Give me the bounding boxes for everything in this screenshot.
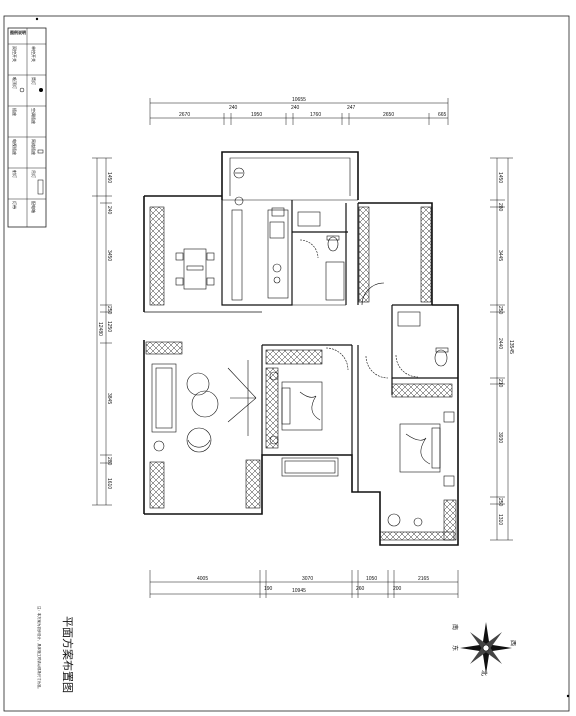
dim-right-seg: 250: [497, 306, 503, 315]
compass-south-label: 南: [451, 624, 459, 630]
legend-item: 吊灯: [31, 170, 37, 178]
edge-mark: [566, 694, 570, 698]
legend-item: 空调插座: [31, 108, 37, 124]
dimensions-top: [149, 98, 449, 125]
dim-bottom-small: 260: [356, 586, 365, 592]
dim-right-total: 13545: [508, 340, 514, 354]
dim-right-seg: 1310: [497, 514, 503, 525]
drawing-note: 注：本方案为初步设计，具体施工时请以现场尺寸为准。: [37, 606, 42, 691]
dim-left-seg: 250: [106, 306, 112, 315]
dimensions-left: [92, 157, 112, 506]
dim-right-seg: 250: [497, 498, 503, 507]
dim-left-seg: 3845: [106, 393, 112, 404]
dim-left-seg: 1250: [106, 321, 112, 332]
bathroom-1-fixtures: [297, 211, 345, 301]
dimensions-right: [490, 157, 513, 541]
bedroom-1-bed: [269, 347, 349, 477]
dining-table: [175, 248, 215, 290]
dim-top-seg: 1760: [310, 112, 321, 118]
compass-north-label: 北: [480, 670, 488, 676]
compass-west-label: 西: [509, 640, 516, 646]
legend-item: 灯带: [12, 201, 18, 209]
bedroom-2-bed: [365, 355, 455, 527]
dim-left-total: 12480: [97, 322, 103, 336]
legend-item: 射灯: [12, 170, 18, 178]
compass-east-label: 东: [451, 645, 459, 651]
dim-left-seg: 240: [106, 206, 112, 215]
dim-top-seg: 247: [347, 105, 356, 111]
dim-right-seg: 3445: [497, 250, 503, 261]
legend-item: 吸顶灯: [12, 77, 18, 89]
dim-right-seg: 2440: [497, 338, 503, 349]
interior-walls: [221, 200, 458, 492]
dim-left-seg: 3450: [106, 250, 112, 261]
dim-bottom-small: 190: [264, 586, 273, 592]
living-sofa: [151, 363, 219, 453]
dim-bottom-seg: 3070: [302, 576, 313, 582]
legend-item: 网络插座: [31, 139, 37, 155]
dim-right-seg: 1450: [497, 172, 503, 183]
sheet-border: [3, 15, 570, 712]
dim-top-seg: 1950: [251, 112, 262, 118]
dim-bottom-seg: 4005: [197, 576, 208, 582]
tv-wall: [227, 360, 257, 436]
balcony-fixtures: [233, 167, 245, 206]
dim-left-seg: 1610: [106, 478, 112, 489]
dim-bottom-small: 200: [393, 586, 402, 592]
legend-item: 单控开关: [31, 46, 37, 62]
dim-left-seg: 1450: [106, 172, 112, 183]
dim-bottom-total: 10945: [292, 588, 306, 594]
dim-top-seg: 2650: [383, 112, 394, 118]
cabinet-strips: [145, 206, 457, 541]
dimensions-bottom: [149, 570, 459, 598]
legend-item: 配电箱: [31, 201, 37, 213]
legend-table: 图例说明 双控开关 单控开关 吸顶灯 筒灯 插座 空调插座 电视插座 网络插座 …: [7, 27, 47, 228]
dim-bottom-seg: 2165: [418, 576, 429, 582]
dim-top-seg: 2670: [179, 112, 190, 118]
legend-item: 筒灯: [31, 77, 37, 85]
dim-right-seg: 280: [497, 203, 503, 212]
legend-item: 双控开关: [12, 46, 18, 62]
kitchen-fixtures: [231, 207, 289, 301]
dim-top-seg: 665: [438, 112, 447, 118]
exterior-walls: [143, 151, 459, 546]
bathroom-2-fixtures: [361, 282, 449, 378]
dim-top-seg: 240: [291, 105, 300, 111]
legend-item: 插座: [12, 108, 18, 116]
legend-item: 电视插座: [12, 139, 18, 155]
dim-left-seg: 280: [106, 457, 112, 466]
dim-right-seg: 3930: [497, 432, 503, 443]
dim-top-seg: 240: [229, 105, 238, 111]
dim-bottom-seg: 1050: [366, 576, 377, 582]
legend-header: 图例说明: [10, 29, 26, 35]
compass-rose: [460, 622, 512, 674]
drawing-title: 平面方案布置图: [61, 616, 75, 693]
corner-mark: [35, 17, 39, 21]
dim-top-total: 10655: [292, 97, 306, 103]
dim-right-seg: 210: [497, 379, 503, 388]
